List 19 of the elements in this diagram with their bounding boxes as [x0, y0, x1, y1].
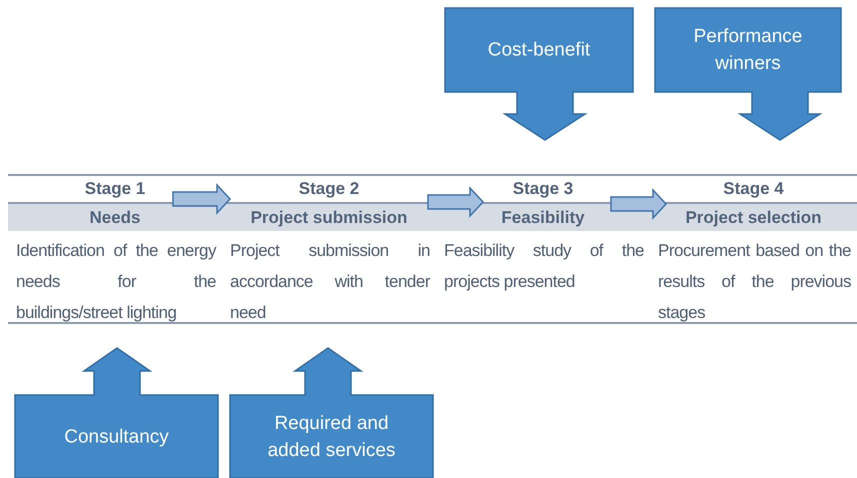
stage-title: Project submission [250, 207, 408, 229]
stage-description: Procurement based on the results of the previous stages [658, 240, 851, 324]
stage-description: Identification of the energy needs for the buildings/street lighting [16, 240, 216, 324]
block-arrow [427, 186, 484, 218]
block-arrow [172, 183, 232, 215]
stage-description: Feasibility study of the projects presented [444, 240, 644, 293]
block-arrow [610, 188, 668, 220]
stage-heading: Stage 1 [84, 178, 146, 200]
stage-title: Project selection [684, 207, 823, 229]
callout-text: Cost-benefit [486, 38, 592, 62]
callout-text: Performance winners [692, 25, 804, 76]
callout-text: Consultancy [63, 425, 170, 449]
stage-heading: Stage 3 [512, 178, 574, 200]
callout-text: Required and added services [266, 412, 396, 462]
stage-description: Project submission in accordance with tender need [230, 240, 430, 324]
stage-title: Needs [88, 207, 142, 229]
stage-heading: Stage 2 [298, 178, 360, 200]
stage-heading: Stage 4 [722, 178, 785, 200]
stage-title: Feasibility [500, 207, 586, 229]
